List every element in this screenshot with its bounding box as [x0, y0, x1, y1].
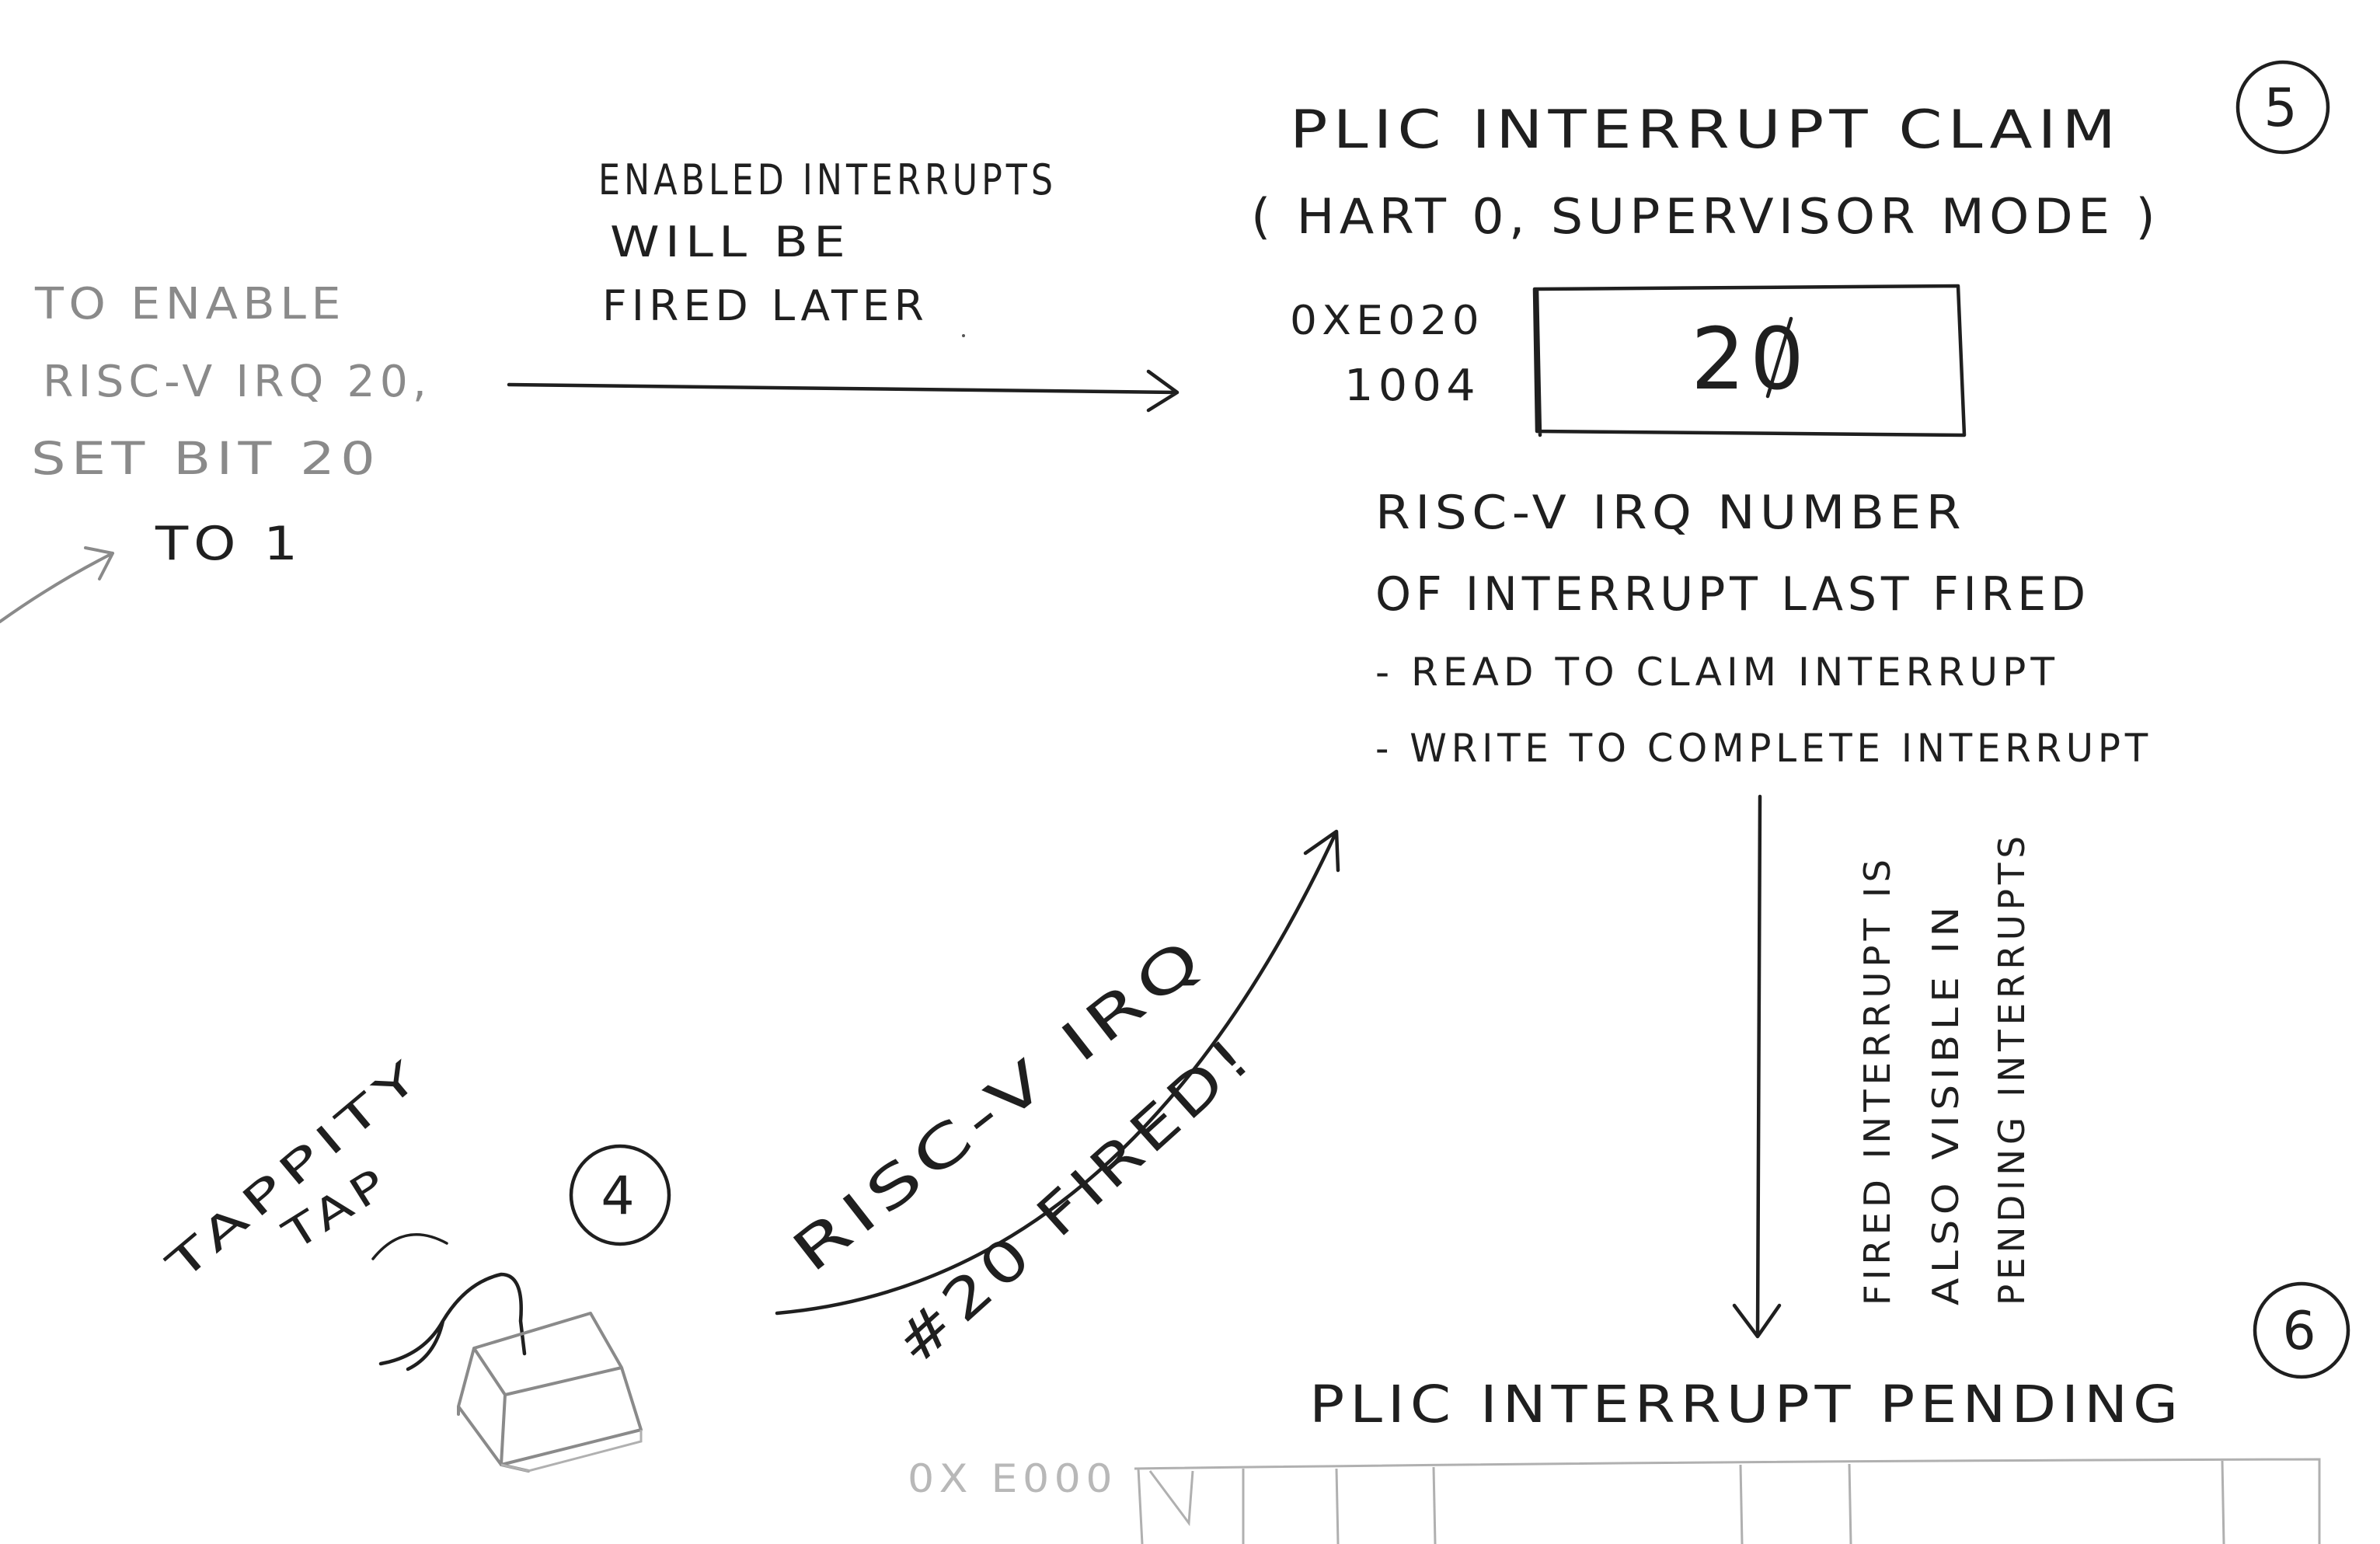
- step5-number: 5: [2263, 78, 2302, 139]
- visible-note-line1: FIRED INTERRUPT IS: [1856, 855, 1898, 1305]
- step4-number: 4: [601, 1166, 639, 1227]
- tappity-label: TAPPITY: [157, 1047, 434, 1291]
- step6-group: 6 PLIC INTERRUPT PENDING 0X E000: [908, 1281, 2350, 1544]
- enabled-note-line2: WILL BE: [610, 218, 851, 267]
- pending-register-address-line1: 0X E000: [908, 1456, 1117, 1501]
- finger-icon: [378, 1272, 527, 1371]
- step5-group: 5 PLIC INTERRUPT CLAIM ( HART 0, SUPERVI…: [1251, 60, 2330, 771]
- claim-register-box: [1532, 284, 1967, 437]
- enable-note-line3: SET BIT 20: [31, 432, 381, 485]
- claim-register-address-line2: 1004: [1344, 361, 1480, 411]
- fired-arrow-group: RISC-V IRQ #20 FIRED!: [775, 829, 1340, 1378]
- step6-number: 6: [2282, 1301, 2320, 1362]
- pending-arrow-group: FIRED INTERRUPT IS ALSO VISIBLE IN PENDI…: [1732, 794, 2033, 1339]
- step4-group: 4 TAPPITY TAP: [157, 1047, 671, 1473]
- claim-register-address-line1: 0XE020: [1290, 298, 1484, 344]
- tap-swoosh-mark: [371, 1233, 448, 1260]
- fired-arrow-icon: [775, 829, 1340, 1316]
- enable-to-claim-arrow-icon: [507, 369, 1180, 413]
- enabled-note-group: ENABLED INTERRUPTS WILL BE FIRED LATER: [507, 155, 1180, 413]
- pending-register-box: [1134, 1458, 2321, 1544]
- enable-note-group: TO ENABLE RISC-V IRQ 20, SET BIT 20 TO 1: [0, 279, 431, 623]
- claim-desc-line3: - READ TO CLAIM INTERRUPT: [1375, 650, 2059, 695]
- step6-title: PLIC INTERRUPT PENDING: [1309, 1375, 2183, 1434]
- visible-note-line2: ALSO VISIBLE IN: [1925, 901, 1967, 1305]
- claim-desc-line2: OF INTERRUPT LAST FIRED: [1375, 567, 2090, 622]
- claim-to-pending-arrow-icon: [1732, 794, 1782, 1339]
- claim-desc-line1: RISC-V IRQ NUMBER: [1375, 486, 1966, 540]
- pending-register-cells: [1148, 1460, 2225, 1544]
- enable-note-line4: TO 1: [155, 517, 303, 571]
- step6-circle: [2253, 1281, 2350, 1379]
- enable-note-line2: RISC-V IRQ 20,: [43, 357, 431, 407]
- visible-note-line3: PENDING INTERRUPTS: [1991, 831, 2033, 1305]
- enabled-note-line3: FIRED LATER: [602, 281, 929, 330]
- step4-circle: [569, 1144, 671, 1246]
- zero-slash-mark: [1765, 316, 1793, 399]
- claim-desc-line4: - WRITE TO COMPLETE INTERRUPT: [1375, 726, 2152, 771]
- keycap-icon: [457, 1312, 643, 1473]
- step5-circle: [2235, 60, 2330, 155]
- enable-note-line1: TO ENABLE: [34, 279, 346, 329]
- step5-subtitle: ( HART 0, SUPERVISOR MODE ): [1251, 188, 2160, 245]
- incoming-arrow-icon: [0, 546, 114, 623]
- stray-dot: [962, 334, 965, 337]
- keycap-base-mark: [500, 1430, 643, 1473]
- claim-register-value: 20: [1691, 309, 1809, 409]
- enabled-note-line1: ENABLED INTERRUPTS: [598, 155, 1057, 204]
- step5-title: PLIC INTERRUPT CLAIM: [1290, 99, 2121, 161]
